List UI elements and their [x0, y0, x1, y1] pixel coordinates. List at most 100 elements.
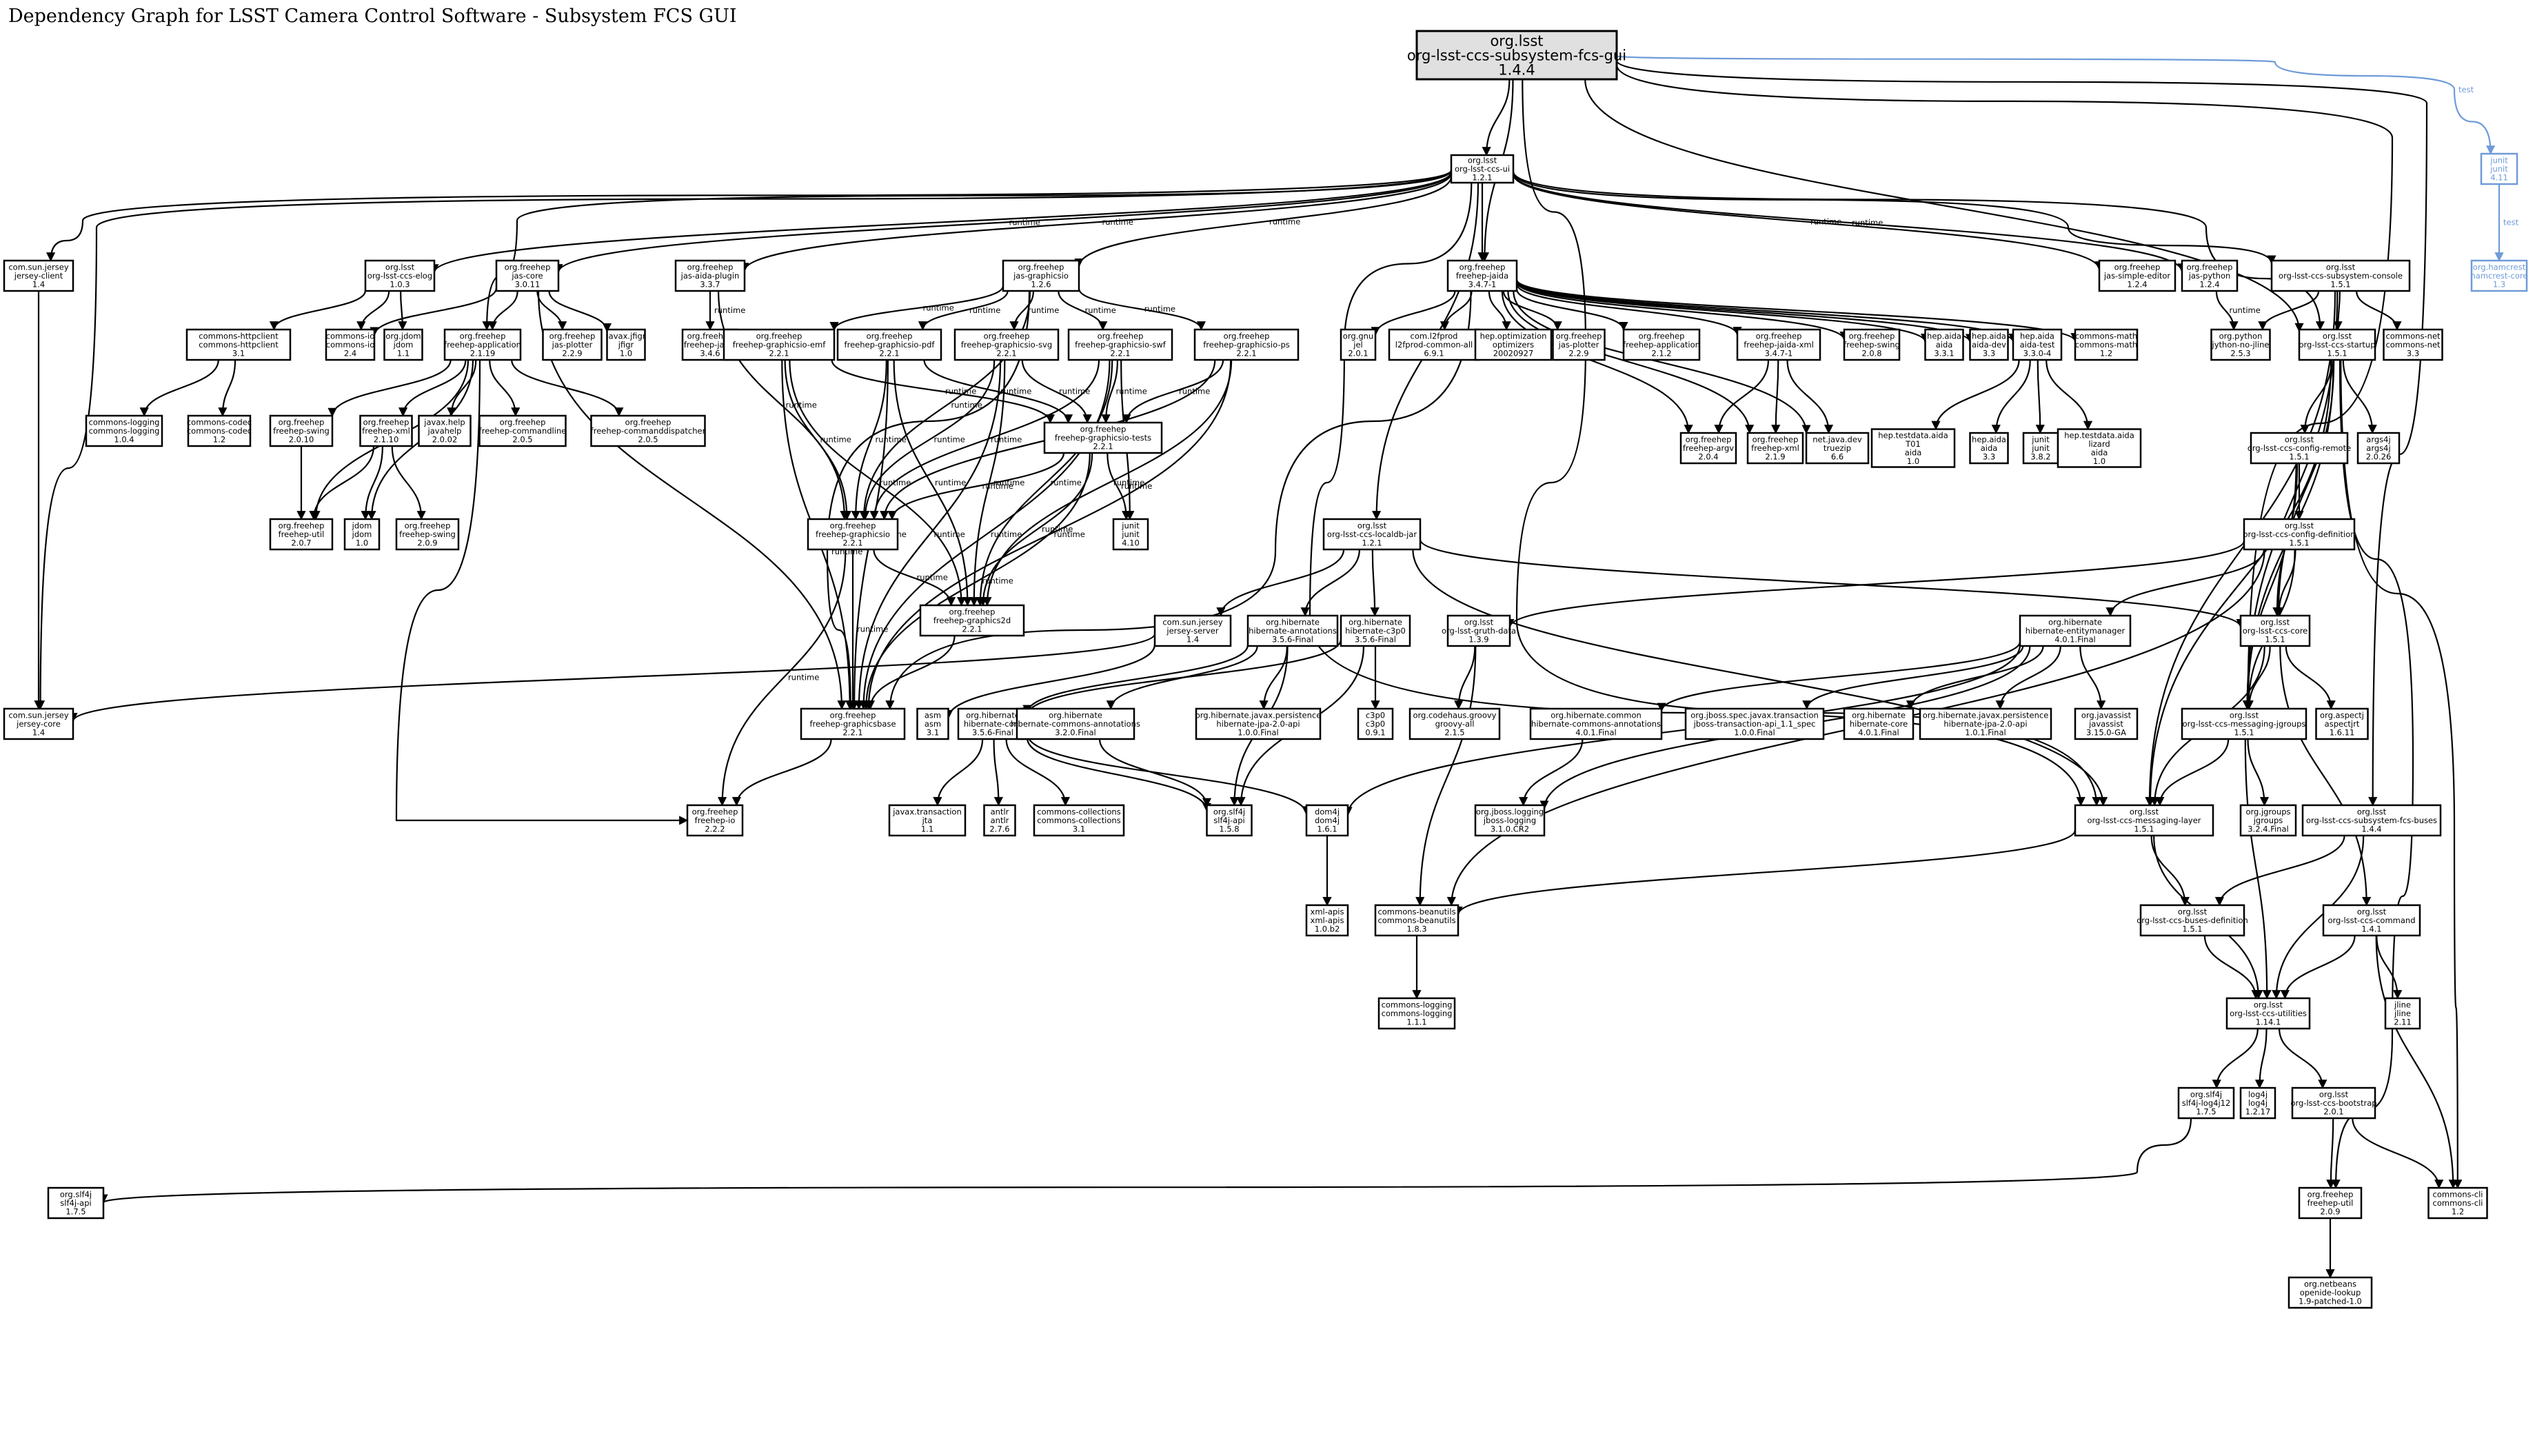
node-box: [343, 518, 381, 551]
node-version: 1.5.8: [1219, 825, 1239, 834]
node-version: 2.11: [2394, 1018, 2412, 1027]
node-artifact: org-lsst-ccs-elog: [367, 271, 432, 281]
node-version: 2.1.9: [1765, 452, 1785, 462]
edge-hibc3p0-to-hibcore: [1022, 638, 1342, 717]
edge-svg-to-graphicsio: [860, 359, 996, 520]
edge-command-to-commonscli: [2375, 935, 2458, 1189]
node-version: 1.2: [2100, 349, 2112, 358]
node-artifact: org-lsst-ccs-utilities: [2230, 1009, 2307, 1018]
node-artifact: c3p0: [1366, 719, 1385, 729]
edge-label: runtime: [1116, 387, 1147, 396]
node-group: org.lsst: [385, 263, 415, 272]
node-group: org.lsst: [2323, 332, 2352, 341]
node-group: org.freehep: [1556, 332, 1602, 341]
node-box: [606, 328, 646, 361]
node-box: [1805, 432, 1870, 465]
node-version: 6.6: [1831, 452, 1844, 462]
node-artifact: jdom: [393, 340, 414, 350]
node-box: [2239, 614, 2311, 647]
node-artifact: jas-python: [2188, 271, 2231, 281]
node-version: 2.2.1: [1110, 349, 1130, 358]
node-version: 3.15.0-GA: [2086, 728, 2126, 738]
node-box: [1843, 707, 1915, 740]
node-version: 2.2.1: [879, 349, 899, 358]
node-group: org.jgroups: [2245, 807, 2290, 817]
node-artifact: freehep-util: [279, 529, 325, 539]
node-group: org.hibernate: [966, 711, 1020, 720]
node-artifact: aida: [1981, 443, 1998, 453]
node-artifact: freehep-graphicsbase: [809, 719, 896, 729]
node-artifact: jline: [2394, 1009, 2411, 1018]
node-group: hep.testdata.aida: [1878, 430, 1948, 440]
edge-gruth-to-groovy: [1454, 645, 1476, 710]
edge-ui-to-jerseyclient: [46, 170, 1453, 262]
node-box: [1969, 432, 2009, 465]
edge-fhjaida-to-optimizers: [1488, 290, 1511, 331]
node-group: org.freehep: [2187, 263, 2233, 272]
node-group: org.freehep: [2307, 1190, 2354, 1200]
node-artifact: freehep-swing: [1844, 340, 1900, 350]
edge-swf-to-gtests: [1101, 359, 1118, 424]
node-group: org.freehep: [1460, 263, 1506, 272]
node-version: 1.5.1: [2289, 452, 2309, 462]
node-group: org.slf4j: [1213, 807, 1245, 817]
node-group: hep.aida: [1972, 435, 2006, 445]
edge-gtests-to-graphicsio: [887, 452, 1065, 520]
edge-label: runtime: [969, 305, 1000, 315]
node-artifact: aida-dev: [1972, 340, 2006, 350]
node-version: 3.4.6: [700, 349, 720, 358]
node-box: [919, 604, 1025, 637]
node-group: org.gnu: [1343, 332, 1373, 341]
node-group: org.freehep: [692, 807, 738, 817]
node-artifact: freehep-jaida-xml: [1744, 340, 1814, 350]
edge-hibcommon401-to-jbosslogging: [1519, 738, 1584, 807]
node-box: [2427, 1186, 2488, 1220]
node-group: net.java.dev: [1812, 435, 1862, 445]
edge-label: runtime: [951, 401, 982, 410]
edge-localdb-to-hibc3p0: [1370, 549, 1380, 617]
node-group: org.freehep: [1018, 263, 1064, 272]
node-version: 3.5.6-Final: [972, 728, 1013, 738]
node-group: org.hibernate.javax.persistence: [1923, 711, 2049, 720]
edge-configremote-to-groups: [2242, 463, 2297, 710]
node-group: org.freehep: [1080, 425, 1127, 434]
edge-graphicsio126-to-graphicsbase: [826, 290, 1031, 710]
node-version: 20020927: [1493, 349, 1534, 358]
edge-jascore-to-commonsio: [370, 287, 498, 336]
node-hibannot: org.hibernatehibernate-annotations3.5.6-…: [1246, 614, 1339, 647]
node-version: 2.2.2: [705, 825, 725, 834]
node-group: org.freehep: [1224, 332, 1270, 341]
edge-root-to-groups: [1615, 64, 2394, 710]
edge-label: runtime: [2230, 305, 2261, 315]
edge-fhxml-to-fhswing209: [391, 445, 426, 520]
node-artifact: freehep-swing: [399, 529, 456, 539]
node-groups: org.lsstorg-lsst-ccs-messaging-jgroups1.…: [2181, 707, 2307, 740]
node-artifact: T01: [1905, 439, 1921, 449]
node-group: commons-net: [2385, 332, 2441, 341]
edge-localdb-to-ccscore: [1419, 539, 2245, 629]
edge-entitymanager-to-jta_spec: [1802, 645, 2024, 710]
node-artifact: org-lsst-ccs-command: [2327, 916, 2415, 925]
node-artifact: freehep-argv: [1683, 443, 1734, 453]
edge-ui-to-graphicsio126: [1074, 176, 1453, 268]
node-group: org.freehep: [279, 418, 325, 427]
node-artifact: freehep-jaida: [1456, 271, 1508, 281]
node-group: org.freehep: [1098, 332, 1144, 341]
node-box: [1002, 259, 1080, 292]
node-group: org.lsst: [2285, 521, 2314, 531]
node-artifact: org-lsst-ccs-startup: [2299, 340, 2375, 350]
node-jpa201: org.hibernate.javax.persistencehibernate…: [1919, 707, 2052, 740]
node-box: [2243, 518, 2356, 551]
